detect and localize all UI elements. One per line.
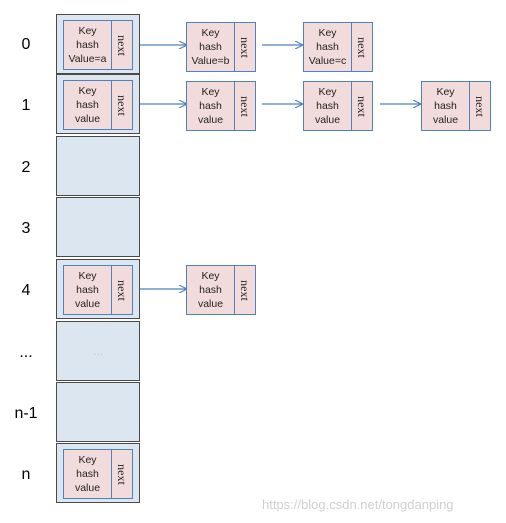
node-next-field: next: [351, 82, 372, 130]
node-key: Key: [318, 86, 337, 98]
chain-node: Key hash Value=b next: [186, 22, 256, 72]
bucket-cell-n-1: [56, 382, 140, 442]
index-label-n-1: n-1: [14, 405, 38, 422]
bucket-cell-3: [56, 197, 140, 257]
node-key: Key: [201, 27, 220, 39]
bucket-cell-n: Key hash value next: [56, 443, 140, 503]
node-next-label: next: [237, 279, 252, 301]
chain-node: Key hash value next: [421, 81, 491, 131]
node-value: Value=b: [191, 55, 230, 67]
node-key: Key: [78, 454, 97, 466]
bucket-cell-ellipsis: ...: [56, 321, 140, 381]
node-next-label: next: [237, 95, 252, 117]
node-hash: hash: [316, 41, 339, 53]
node-fields: Key hash value: [422, 82, 470, 130]
node-hash: hash: [199, 100, 222, 112]
chain-node: Key hash value next: [186, 265, 256, 315]
node-fields: Key hash value: [304, 82, 352, 130]
node-next-field: next: [234, 82, 255, 130]
node-hash: hash: [199, 41, 222, 53]
node-value: Value=a: [68, 53, 107, 65]
node-fields: Key hash Value=c: [304, 23, 352, 71]
node-next-label: next: [237, 36, 252, 58]
index-label-0: 0: [21, 36, 31, 53]
node-key: Key: [201, 270, 220, 282]
index-label-3: 3: [21, 220, 31, 237]
node-fields: Key hash value: [187, 82, 235, 130]
bucket-cell-1: Key hash value next: [56, 74, 140, 134]
node-value: value: [74, 298, 101, 310]
index-label-n: n: [21, 466, 31, 483]
hash-node: Key hash value next: [63, 265, 133, 315]
node-value: value: [74, 482, 101, 494]
hash-node: Key hash value next: [63, 80, 133, 130]
bucket-cell-2: [56, 136, 140, 196]
node-key: Key: [436, 86, 455, 98]
node-key: Key: [78, 270, 97, 282]
node-next-label: next: [472, 95, 487, 117]
node-next-field: next: [351, 23, 372, 71]
watermark: https://blog.csdn.net/tongdanping: [262, 497, 454, 512]
chain-node: Key hash value next: [186, 81, 256, 131]
node-key: Key: [78, 85, 97, 97]
bucket-cell-0: Key hash Value=a next: [56, 14, 140, 74]
node-fields: Key hash value: [187, 266, 235, 314]
node-fields: Key hash value: [64, 450, 112, 498]
node-fields: Key hash value: [64, 81, 112, 129]
node-next-field: next: [234, 266, 255, 314]
bucket-cell-4: Key hash value next: [56, 259, 140, 319]
index-label-4: 4: [21, 282, 31, 299]
node-next-label: next: [354, 36, 369, 58]
node-hash: hash: [316, 100, 339, 112]
node-next-label: next: [354, 95, 369, 117]
hash-node: Key hash value next: [63, 449, 133, 499]
node-fields: Key hash Value=a: [64, 21, 112, 69]
chain-node: Key hash value next: [303, 81, 373, 131]
node-value: value: [197, 114, 224, 126]
node-value: value: [314, 114, 341, 126]
chain-node: Key hash Value=c next: [303, 22, 373, 72]
node-key: Key: [201, 86, 220, 98]
node-hash: hash: [434, 100, 457, 112]
node-hash: hash: [76, 284, 99, 296]
node-key: Key: [318, 27, 337, 39]
node-hash: hash: [76, 468, 99, 480]
bucket-ellipsis: ...: [92, 344, 103, 358]
node-hash: hash: [76, 99, 99, 111]
index-label-ellipsis: ...: [19, 344, 33, 361]
node-fields: Key hash value: [64, 266, 112, 314]
node-hash: hash: [76, 39, 99, 51]
node-value: value: [74, 113, 101, 125]
node-value: value: [197, 298, 224, 310]
index-label-1: 1: [21, 97, 31, 114]
node-value: value: [432, 114, 459, 126]
node-key: Key: [78, 25, 97, 37]
index-label-2: 2: [21, 159, 31, 176]
hash-node: Key hash Value=a next: [63, 20, 133, 70]
node-value: Value=c: [308, 55, 347, 67]
node-hash: hash: [199, 284, 222, 296]
node-next-field: next: [469, 82, 490, 130]
node-next-field: next: [234, 23, 255, 71]
node-fields: Key hash Value=b: [187, 23, 235, 71]
